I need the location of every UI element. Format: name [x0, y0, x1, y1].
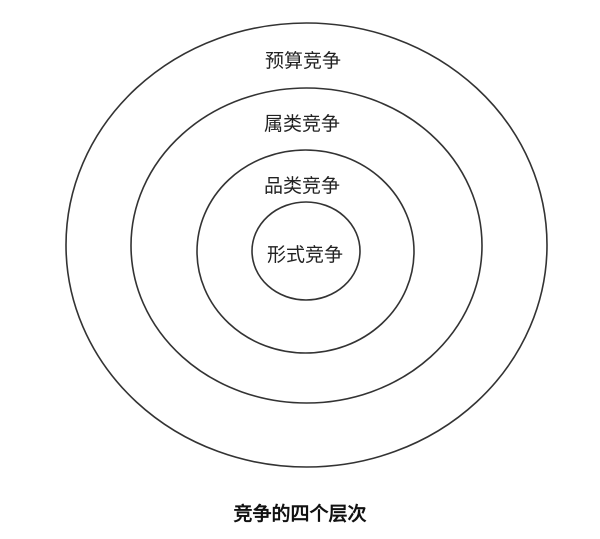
ring-generic-competition	[130, 87, 483, 404]
label-budget-competition: 预算竞争	[264, 50, 342, 72]
diagram-caption: 竞争的四个层次	[233, 503, 367, 525]
label-product-category-competition: 品类竞争	[263, 175, 341, 197]
ring-product-form-competition	[251, 201, 361, 301]
label-product-form-competition: 形式竞争	[266, 244, 344, 266]
ring-budget-competition	[65, 22, 548, 468]
ring-product-category-competition	[196, 149, 415, 354]
label-generic-competition: 属类竞争	[263, 113, 341, 135]
